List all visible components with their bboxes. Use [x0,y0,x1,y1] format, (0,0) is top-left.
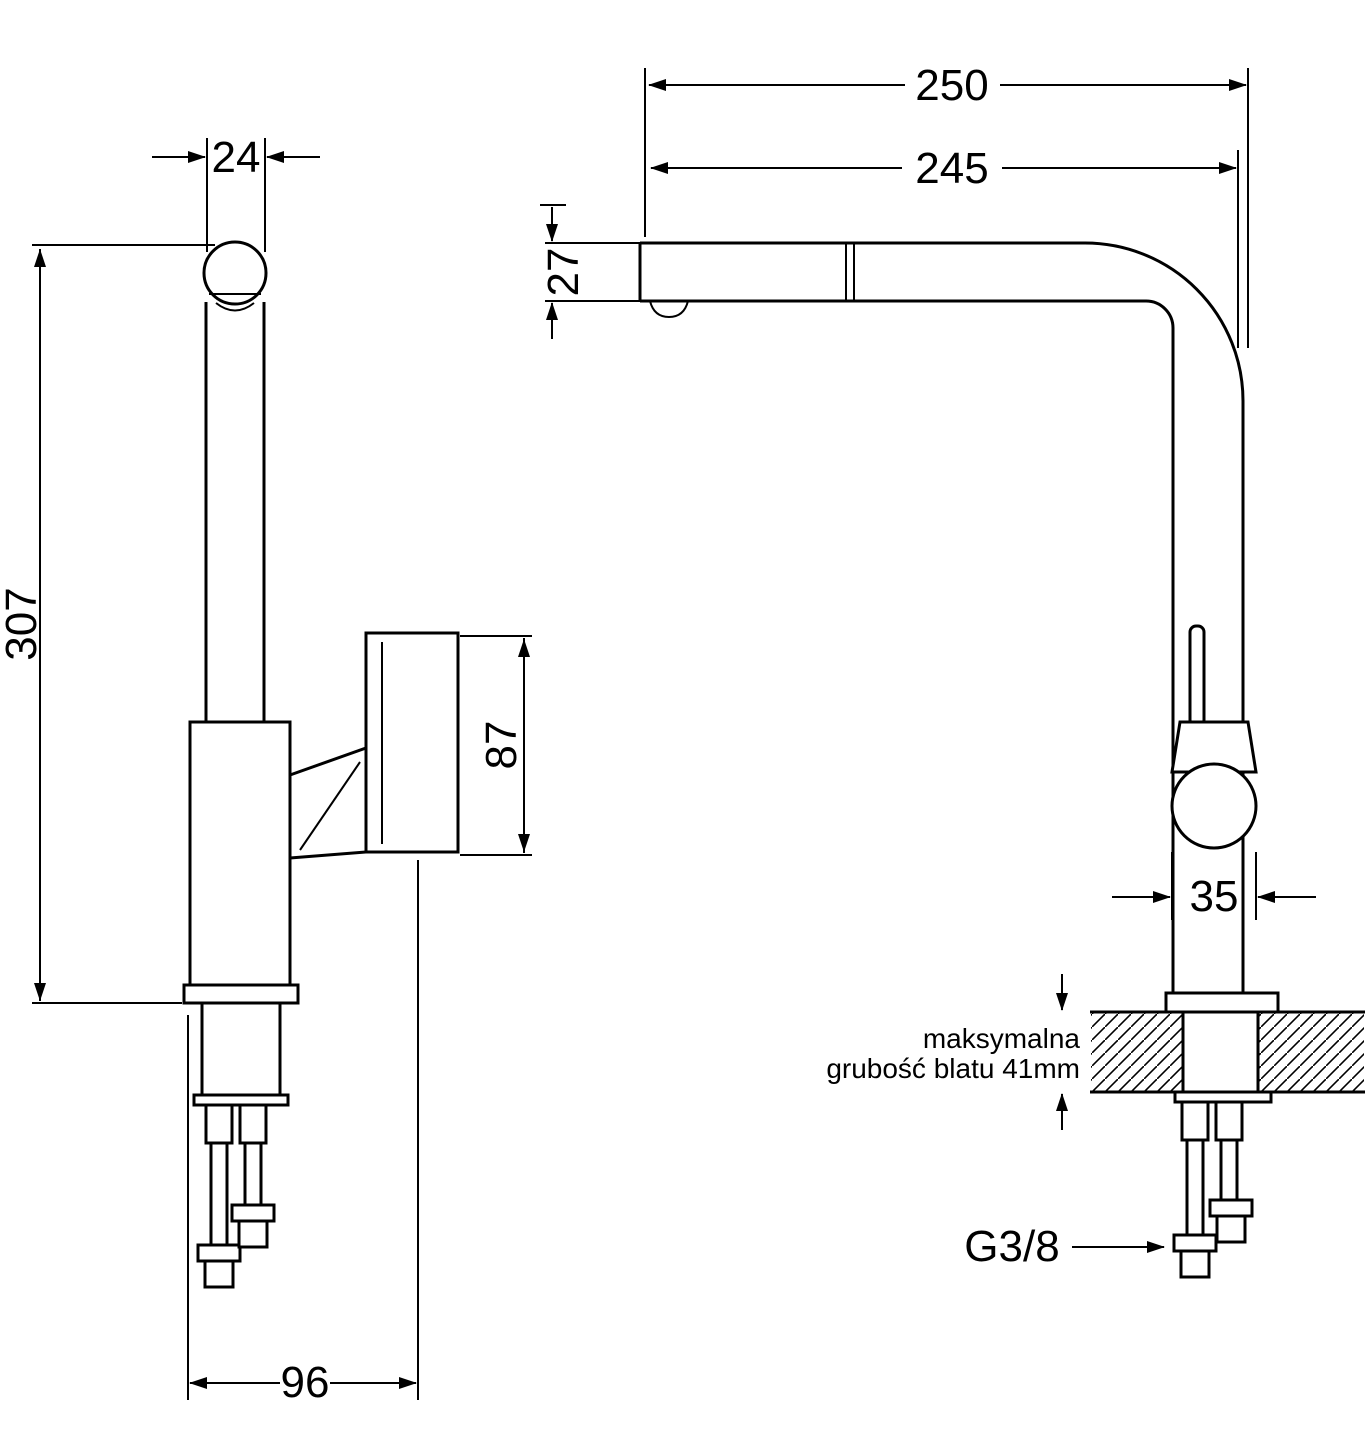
side-neck-seam [299,761,361,851]
front-hose-nut-right [1215,1214,1247,1244]
side-spout-head [202,240,268,306]
side-body [188,720,292,987]
front-view [638,241,1365,1279]
front-hose-nut-right-top [1208,1198,1254,1218]
dim-label-24: 24 [212,133,261,182]
front-hose-nut-left-top [1172,1233,1218,1253]
front-hose-nut-left [1179,1249,1211,1279]
side-hose-connector-left [204,1103,234,1145]
dim-label-250: 250 [915,61,988,110]
side-hose-nut-right-top [230,1203,276,1223]
front-aerator [649,300,689,319]
dim-label-35: 35 [1190,872,1239,921]
dim-label-307: 307 [0,587,46,660]
front-base-flange [1164,991,1280,1014]
side-handle-blade [364,631,460,854]
dim-label-87: 87 [477,721,526,770]
side-hose-nut-left-top [196,1243,242,1263]
countertop-hatch-left [1091,1013,1182,1091]
counter-note-line2: grubość blatu 41mm [826,1053,1080,1084]
front-hose-connector-right [1214,1100,1244,1142]
thread-size-label: G3/8 [964,1222,1059,1271]
side-threaded-stem [200,1001,282,1097]
dim-label-245: 245 [915,144,988,193]
side-handle-neck [288,745,368,860]
side-hose-connector-right [238,1103,268,1145]
side-view [182,240,460,1289]
side-hose-nut-right [237,1219,269,1249]
side-hose-nut-left [203,1259,235,1289]
side-base-flange [182,983,300,1005]
counter-note-line1: maksymalna [923,1023,1081,1054]
dim-label-96: 96 [281,1358,330,1407]
front-spout-inner-edge [640,299,1175,993]
dim-label-27: 27 [539,248,588,297]
countertop-hatch-right [1259,1013,1364,1091]
front-handle-collar [1170,720,1258,774]
side-aerator [215,302,255,312]
dimension-annotations: 24 307 87 96 250 245 27 35 G3/8 maksymal… [0,61,1316,1407]
front-handle-ball [1170,762,1258,850]
front-stem-mask [1183,1012,1258,1092]
front-spout-outer-edge [640,241,1245,993]
front-hose-connector-left [1180,1100,1210,1142]
front-handle-lever [1188,624,1206,728]
